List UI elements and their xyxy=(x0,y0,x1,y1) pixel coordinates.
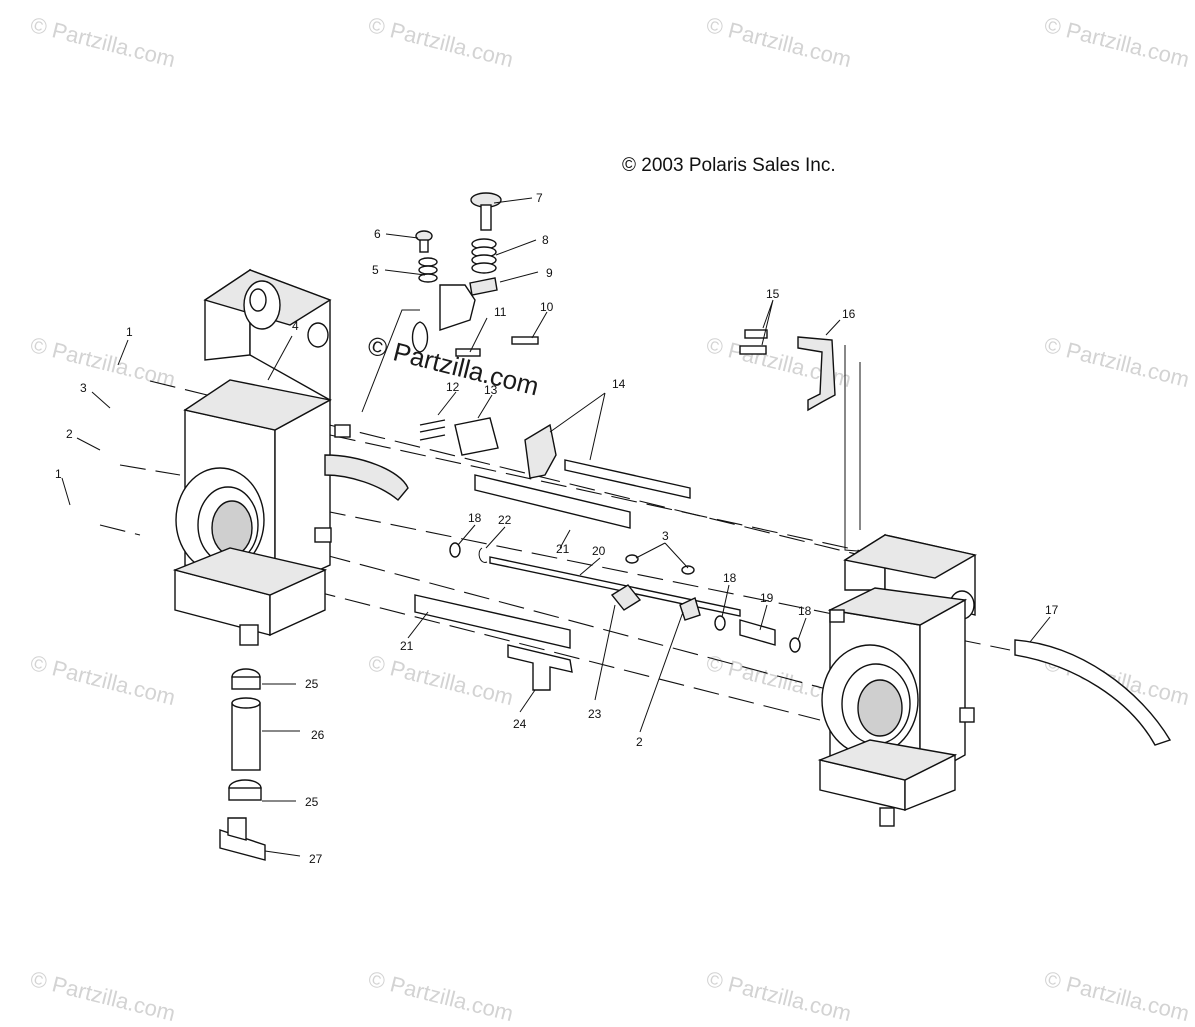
callout-label: 12 xyxy=(446,380,460,394)
leader-lines xyxy=(61,197,1051,857)
callout-label: 5 xyxy=(372,263,379,277)
callout-label: 14 xyxy=(612,377,626,391)
shaft-and-tube-parts xyxy=(414,474,1172,746)
callout-label: 20 xyxy=(592,544,606,558)
fuel-line-parts xyxy=(219,668,266,861)
callout-label: 19 xyxy=(760,591,774,605)
callout-label: 3 xyxy=(80,381,87,395)
callout-label: 21 xyxy=(556,542,570,556)
callout-label: 25 xyxy=(305,677,319,691)
choke-bracket-parts xyxy=(739,329,836,412)
callout-label: 2 xyxy=(636,735,643,749)
callout-label: 18 xyxy=(468,511,482,525)
callout-label: 27 xyxy=(309,852,323,866)
callout-label: 21 xyxy=(400,639,414,653)
callout-label: 10 xyxy=(540,300,554,314)
callout-label: 3 xyxy=(662,529,669,543)
callout-label: 13 xyxy=(484,383,498,397)
callout-labels: 1 1 2 2 3 3 4 5 6 7 8 9 10 11 12 13 14 1… xyxy=(55,191,1059,866)
callout-label: 17 xyxy=(1045,603,1059,617)
callout-label: 1 xyxy=(126,325,133,339)
copyright-notice: © 2003 Polaris Sales Inc. xyxy=(622,155,836,176)
callout-label: 16 xyxy=(842,307,856,321)
callout-label: 9 xyxy=(546,266,553,280)
callout-label: 23 xyxy=(588,707,602,721)
callout-label: 18 xyxy=(798,604,812,618)
callout-label: 8 xyxy=(542,233,549,247)
top-linkage-parts xyxy=(411,192,691,499)
callout-label: 7 xyxy=(536,191,543,205)
right-carburetor xyxy=(817,533,977,827)
callout-label: 25 xyxy=(305,795,319,809)
callout-label: 6 xyxy=(374,227,381,241)
callout-label: 15 xyxy=(766,287,780,301)
callout-label: 1 xyxy=(55,467,62,481)
callout-label: 2 xyxy=(66,427,73,441)
callout-label: 24 xyxy=(513,717,527,731)
callout-label: 18 xyxy=(723,571,737,585)
callout-label: 11 xyxy=(494,305,507,319)
callout-label: 22 xyxy=(498,513,512,527)
callout-label: 4 xyxy=(292,319,299,333)
callout-label: 26 xyxy=(311,728,325,742)
left-carburetor xyxy=(172,268,409,646)
